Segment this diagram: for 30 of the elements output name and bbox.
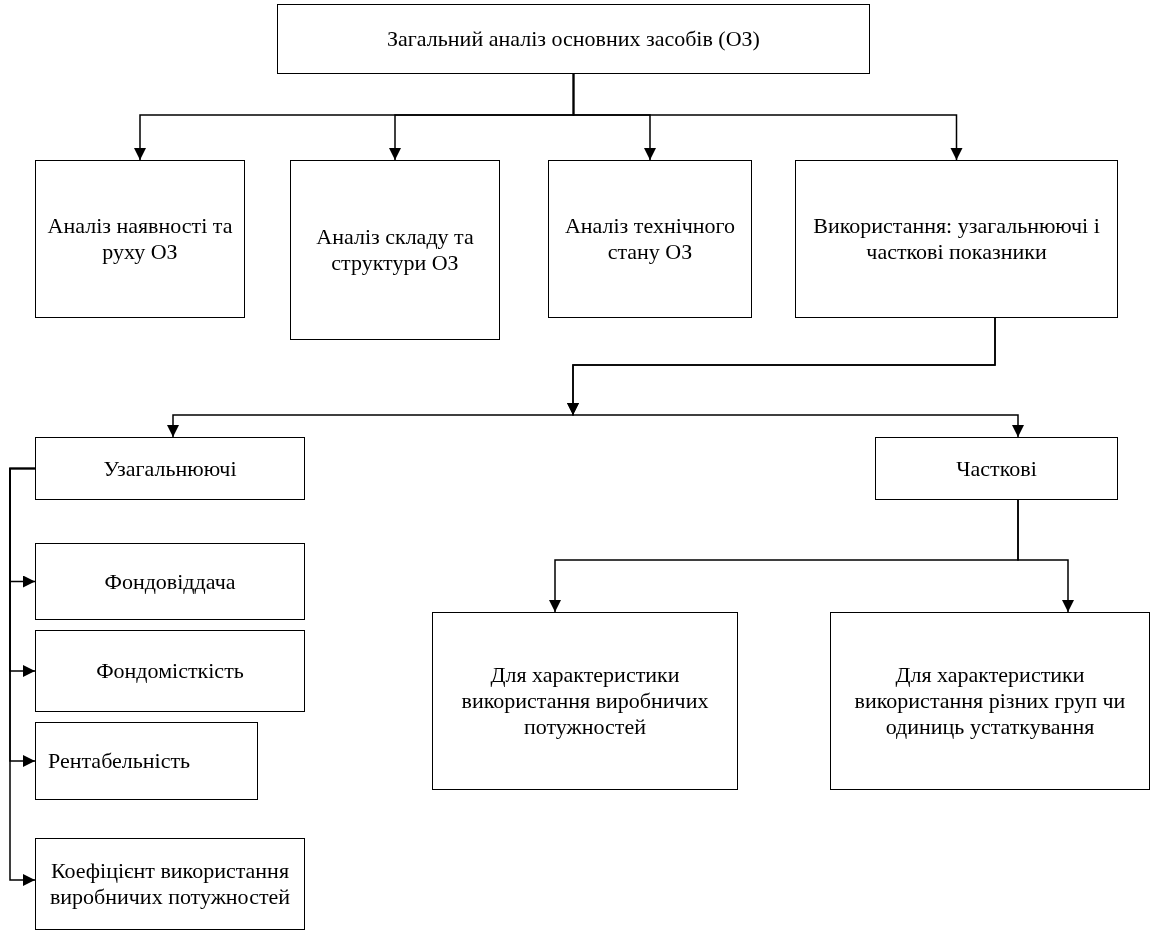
box-label: Узагальнюючі — [103, 455, 237, 482]
box-label: Часткові — [956, 455, 1037, 482]
process-box — [35, 722, 258, 800]
process-box — [35, 630, 305, 712]
box-label: Аналіз технічного стану ОЗ — [563, 213, 737, 265]
process-box — [875, 437, 1118, 500]
box-label: Для характеристики використання виробничих потужностей — [460, 662, 710, 740]
process-box — [432, 612, 738, 790]
arrow — [9, 467, 36, 886]
process-box — [830, 612, 1150, 790]
process-box — [35, 160, 245, 318]
arrow — [572, 73, 963, 161]
box-label: Загальний аналіз основних засобів (ОЗ) — [387, 26, 760, 52]
box-label: Для характеристики використання різних груп чи одиниць устаткування — [853, 662, 1127, 740]
box-label: Коефіцієнт використання виробничих потужностей — [48, 858, 292, 910]
box-label: Рентабельність — [48, 748, 191, 774]
box-label: Фондомісткість — [96, 658, 244, 684]
box-label: Використання: узагальнюючі і часткові показники — [812, 213, 1101, 265]
process-box — [795, 160, 1118, 318]
box-label: Аналіз складу та структури ОЗ — [315, 224, 475, 276]
arrow — [567, 317, 1024, 438]
process-box — [35, 838, 305, 930]
process-box — [290, 160, 500, 340]
box-label: Аналіз наявності та руху ОЗ — [46, 213, 234, 265]
process-box — [35, 437, 305, 500]
box-label: Фондовіддача — [104, 568, 236, 595]
process-box — [548, 160, 752, 318]
process-box — [277, 4, 870, 74]
arrow — [1017, 499, 1074, 613]
process-box — [35, 543, 305, 620]
